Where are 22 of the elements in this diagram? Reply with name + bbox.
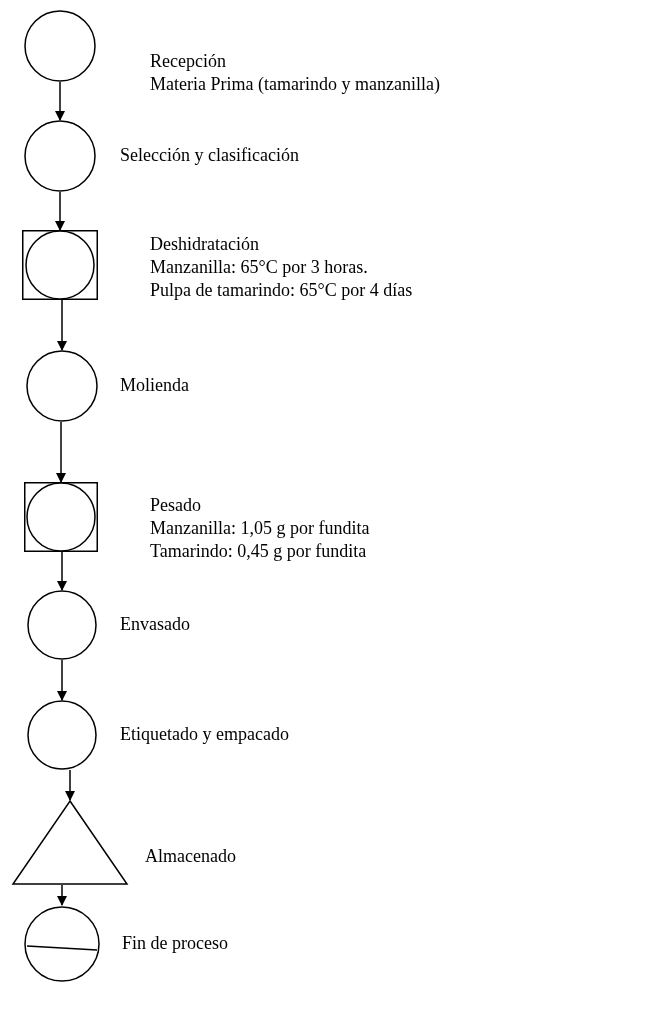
- step-label: Almacenado: [145, 845, 236, 868]
- step-label: Fin de proceso: [122, 932, 228, 955]
- step-label: Molienda: [120, 374, 189, 397]
- arrow: [56, 421, 66, 483]
- step-label: Deshidratación: [150, 233, 259, 256]
- step-label: Recepción: [150, 50, 226, 73]
- step-note: Manzanilla: 1,05 g por fundita: [150, 517, 370, 540]
- arrow: [57, 659, 67, 701]
- step-label: Selección y clasificación: [120, 144, 299, 167]
- step-label: Envasado: [120, 613, 190, 636]
- step-note: Manzanilla: 65°C por 3 horas.: [150, 256, 368, 279]
- arrow: [57, 884, 67, 906]
- arrow: [57, 551, 67, 591]
- step-note: Tamarindo: 0,45 g por fundita: [150, 540, 367, 563]
- step-note: Materia Prima (tamarindo y manzanilla): [150, 73, 440, 96]
- arrow: [65, 769, 75, 801]
- arrow: [55, 81, 65, 121]
- arrow: [55, 191, 65, 231]
- step-note: Pulpa de tamarindo: 65°C por 4 días: [150, 279, 413, 302]
- step-label: Pesado: [150, 494, 201, 517]
- arrow: [57, 299, 67, 351]
- step-label: Etiquetado y empacado: [120, 723, 289, 746]
